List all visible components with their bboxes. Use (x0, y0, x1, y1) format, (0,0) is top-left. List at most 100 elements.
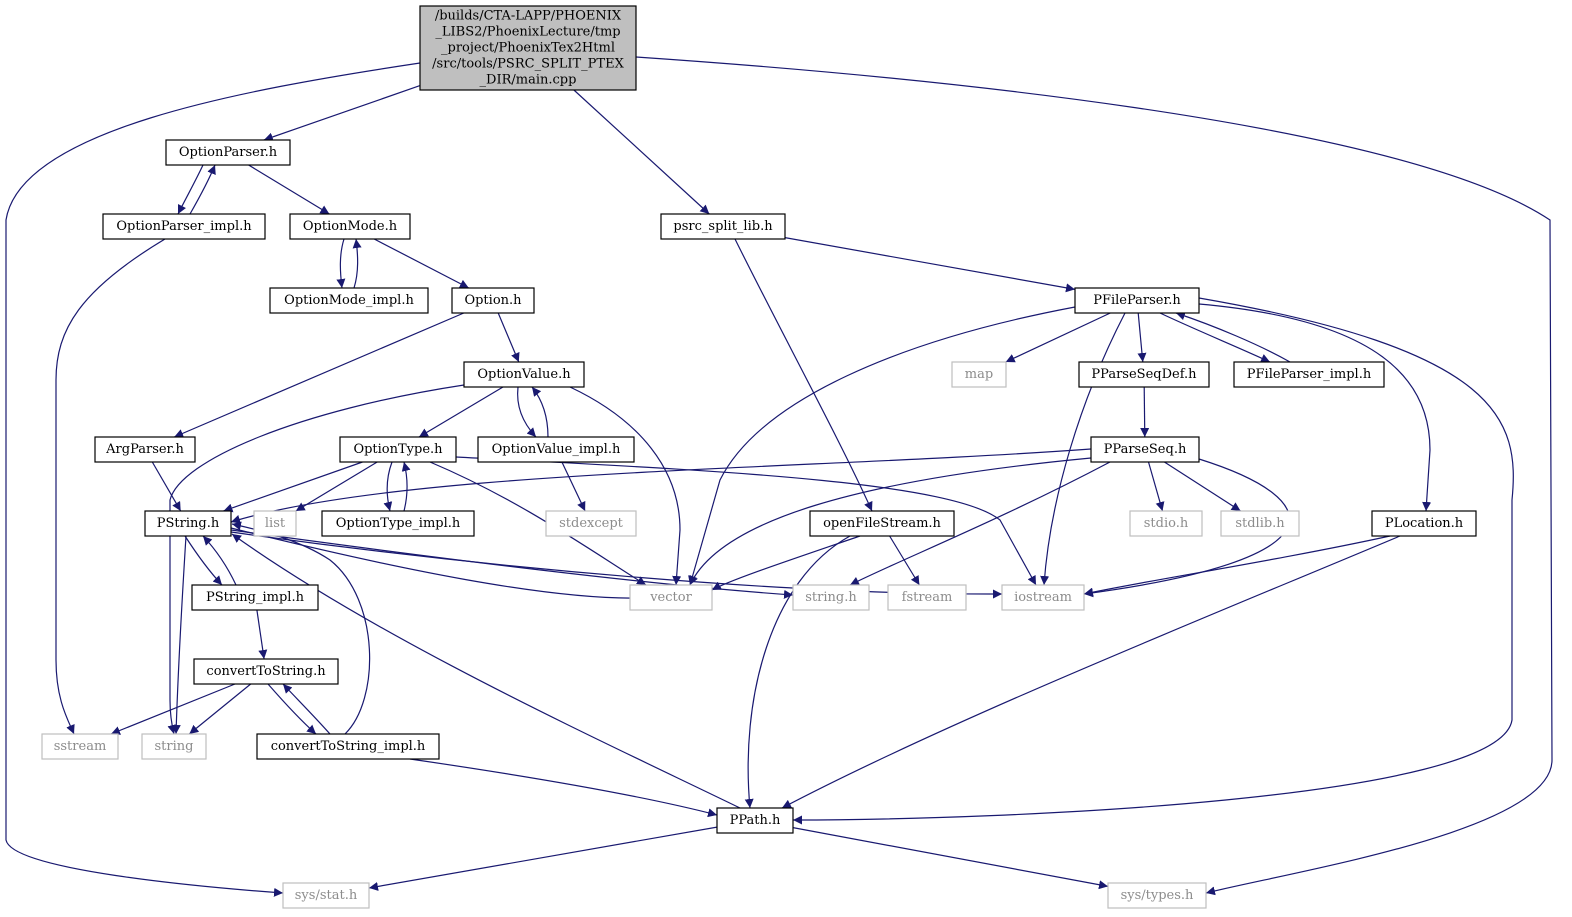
edge-ArgParser-to-PString (151, 461, 182, 512)
node-label: PPath.h (730, 813, 781, 828)
edge-OptionValue-to-string (167, 384, 465, 735)
edge-convertToString_impl-to-convertToString (282, 683, 331, 735)
node-PParseSeqDef[interactable]: PParseSeqDef.h (1078, 361, 1210, 388)
node-stdio_h: stdio.h (1129, 510, 1203, 537)
node-label: map (965, 367, 993, 382)
node-OptionType_impl[interactable]: OptionType_impl.h (321, 510, 475, 537)
node-box (1371, 510, 1477, 537)
node-box (419, 5, 637, 91)
node-label: OptionType_impl.h (336, 516, 461, 531)
node-ArgParser[interactable]: ArgParser.h (94, 436, 196, 463)
node-OptionValue[interactable]: OptionValue.h (463, 361, 585, 388)
node-label: sys/types.h (1121, 888, 1194, 903)
edge-PFileParser-to-PPath (792, 297, 1514, 825)
edge-main-to-psrc_split_lib (573, 89, 710, 215)
edge-PPath-to-PString (231, 533, 741, 809)
node-label: string (155, 739, 194, 754)
edge-convertToString-to-sstream (110, 683, 236, 735)
node-label: /src/tools/PSRC_SPLIT_PTEX (432, 57, 624, 72)
node-label: openFileStream.h (823, 516, 941, 531)
edge-OptionType-to-iostream (455, 456, 1037, 586)
node-label: psrc_split_lib.h (673, 219, 773, 234)
edge-OptionParser_impl-to-OptionParser (189, 164, 216, 215)
node-box (451, 287, 535, 314)
node-box (463, 361, 585, 388)
node-box (256, 733, 440, 760)
node-sys_types: sys/types.h (1107, 882, 1207, 909)
edge-PString-to-iostream (230, 531, 1003, 599)
node-box (165, 139, 291, 166)
edge-PParseSeq-to-vector (689, 457, 1092, 586)
edge-OptionValue-to-vector (569, 386, 682, 586)
node-OptionType[interactable]: OptionType.h (339, 436, 457, 463)
node-map: map (951, 361, 1007, 388)
edge-PFileParser-to-map (1005, 312, 1111, 363)
node-convertToString_impl[interactable]: convertToString_impl.h (256, 733, 440, 760)
node-label: string.h (805, 590, 857, 605)
node-label: stdlib.h (1235, 516, 1285, 531)
edge-convertToString-to-string (188, 683, 252, 735)
node-OptionParser[interactable]: OptionParser.h (165, 139, 291, 166)
node-PPath[interactable]: PPath.h (716, 807, 794, 834)
node-stdlib_h: stdlib.h (1220, 510, 1300, 537)
node-sys_stat: sys/stat.h (282, 882, 370, 909)
node-label: PString_impl.h (206, 590, 305, 605)
node-box (1078, 361, 1210, 388)
node-label: sstream (54, 739, 107, 754)
edge-PParseSeq-to-PString (230, 448, 1092, 524)
node-Option[interactable]: Option.h (451, 287, 535, 314)
node-box (141, 733, 207, 760)
nodes-layer: /builds/CTA-LAPP/PHOENIX_LIBS2/PhoenixLe… (41, 5, 1477, 909)
edge-OptionType-to-PString (223, 461, 363, 513)
node-PFileParser_impl[interactable]: PFileParser_impl.h (1233, 361, 1385, 388)
edge-PString-to-PString_impl (184, 535, 223, 586)
edge-OptionMode-to-OptionMode_impl (336, 238, 346, 289)
edge-OptionMode_impl-to-OptionMode (352, 238, 362, 289)
node-stdexcept: stdexcept (545, 510, 637, 537)
node-OptionMode_impl[interactable]: OptionMode_impl.h (269, 287, 429, 314)
node-label: OptionParser_impl.h (116, 219, 252, 234)
node-main[interactable]: /builds/CTA-LAPP/PHOENIX_LIBS2/PhoenixLe… (419, 5, 637, 91)
edge-main-to-OptionParser (263, 85, 421, 142)
node-OptionParser_impl[interactable]: OptionParser_impl.h (102, 213, 266, 240)
node-PParseSeq[interactable]: PParseSeq.h (1090, 436, 1200, 463)
node-box (1074, 287, 1200, 314)
node-box (1129, 510, 1203, 537)
node-box (289, 213, 411, 240)
node-label: sys/stat.h (295, 888, 358, 903)
node-label: list (265, 516, 286, 531)
edge-PString-to-string_h (230, 529, 794, 599)
node-box (94, 436, 196, 463)
node-label: PLocation.h (1385, 516, 1464, 531)
node-iostream: iostream (1001, 584, 1085, 611)
node-label: PParseSeqDef.h (1091, 367, 1197, 382)
edge-Option-to-ArgParser (173, 312, 465, 438)
node-convertToString[interactable]: convertToString.h (193, 658, 339, 685)
edge-convertToString_impl-to-PPath (409, 758, 718, 818)
node-box (339, 436, 457, 463)
node-box (1233, 361, 1385, 388)
node-PString[interactable]: PString.h (144, 510, 232, 537)
edge-openFileStream-to-PPath (744, 535, 851, 809)
edge-OptionType-to-list (295, 461, 378, 512)
node-OptionValue_impl[interactable]: OptionValue_impl.h (477, 436, 635, 463)
node-box (629, 584, 713, 611)
node-box (545, 510, 637, 537)
node-PLocation[interactable]: PLocation.h (1371, 510, 1477, 537)
edge-PLocation-to-iostream (1083, 535, 1391, 597)
node-box (809, 510, 955, 537)
node-sstream: sstream (41, 733, 119, 760)
node-label: vector (649, 590, 692, 605)
node-PFileParser[interactable]: PFileParser.h (1074, 287, 1200, 314)
node-label: ArgParser.h (105, 442, 184, 457)
node-box (321, 510, 475, 537)
node-openFileStream[interactable]: openFileStream.h (809, 510, 955, 537)
edge-OptionMode-to-Option (373, 238, 470, 289)
node-PString_impl[interactable]: PString_impl.h (191, 584, 319, 611)
node-OptionMode[interactable]: OptionMode.h (289, 213, 411, 240)
node-label: convertToString.h (206, 664, 326, 679)
node-box (792, 584, 870, 611)
node-psrc_split_lib[interactable]: psrc_split_lib.h (660, 213, 786, 240)
node-string: string (141, 733, 207, 760)
